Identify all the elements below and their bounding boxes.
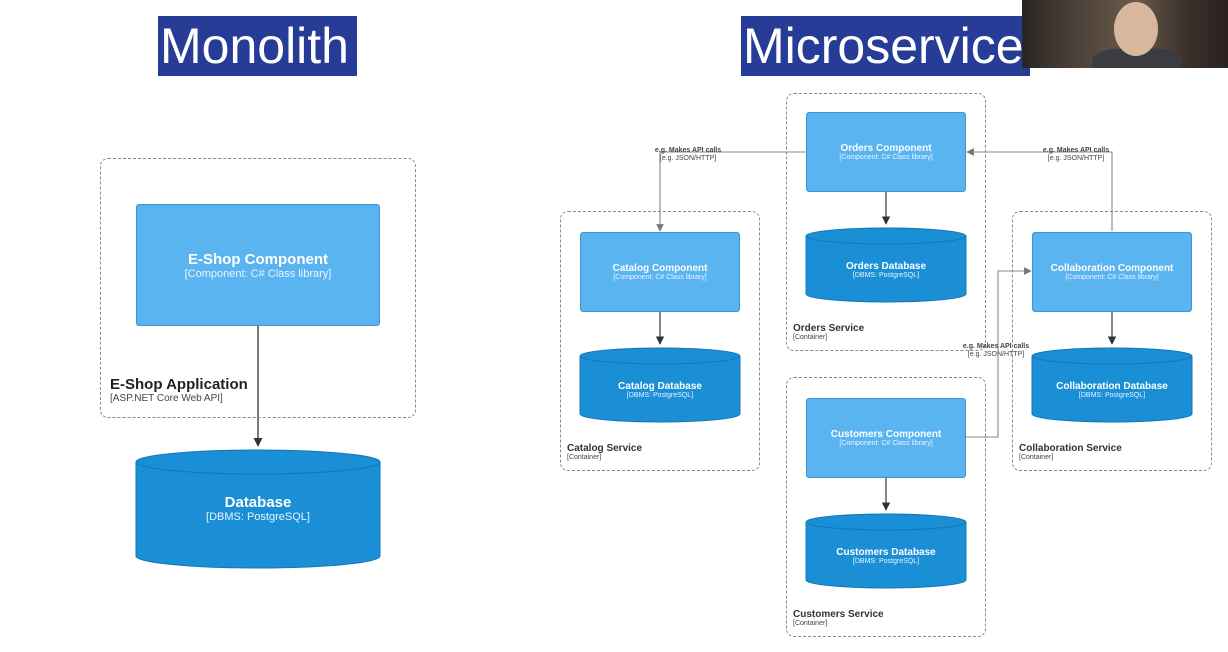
customers-database-type: [DBMS: PostgreSQL] — [852, 558, 920, 565]
eshop-application-name: E-Shop Application — [110, 376, 248, 393]
eshop-component-type: [Component: C# Class library] — [184, 267, 332, 280]
collaboration-service-type: [Container] — [1019, 454, 1054, 461]
orders-service-name: Orders Service — [793, 323, 865, 334]
webcam-person-shirt — [1092, 48, 1182, 68]
collaboration-to-orders-label-text: e.g. Makes API calls — [1042, 147, 1110, 154]
orders-to-catalog-connector — [656, 151, 806, 232]
orders-database-cylinder — [805, 227, 967, 303]
monolith-title: Monolith — [158, 16, 357, 76]
collaboration-service-label: Collaboration Service [Container] — [1019, 443, 1122, 461]
orders-to-catalog-label-text: e.g. Makes API calls — [654, 147, 722, 154]
orders-to-catalog-label-tech: [e.g. JSON/HTTP] — [659, 155, 717, 162]
customers-database-cylinder — [805, 513, 967, 589]
customers-to-collaboration-connector — [966, 267, 1032, 438]
catalog-component-type: [Component: C# Class library] — [613, 274, 707, 281]
customers-to-collaboration-label-text: e.g. Makes API calls — [962, 343, 1030, 350]
customers-service-name: Customers Service — [793, 609, 884, 620]
orders-component-name: Orders Component — [840, 143, 932, 154]
monolith-database-cylinder — [135, 449, 381, 569]
catalog-database[interactable]: Catalog Database [DBMS: PostgreSQL] — [580, 370, 740, 410]
customers-component[interactable]: Customers Component [Component: C# Class… — [806, 398, 966, 478]
catalog-service-boundary — [560, 211, 760, 471]
orders-service-type: [Container] — [793, 334, 828, 341]
webcam-person-face — [1114, 2, 1158, 56]
collaboration-database-type: [DBMS: PostgreSQL] — [1078, 392, 1146, 399]
collaboration-service-boundary — [1012, 211, 1212, 471]
collaboration-service-name: Collaboration Service — [1019, 443, 1122, 454]
customers-database[interactable]: Customers Database [DBMS: PostgreSQL] — [806, 536, 966, 576]
orders-component[interactable]: Orders Component [Component: C# Class li… — [806, 112, 966, 192]
catalog-database-cylinder — [579, 347, 741, 423]
customers-database-name: Customers Database — [836, 547, 936, 558]
catalog-service-name: Catalog Service — [567, 443, 643, 454]
catalog-service-label: Catalog Service [Container] — [567, 443, 642, 461]
customers-component-name: Customers Component — [830, 429, 942, 440]
collaboration-database-name: Collaboration Database — [1056, 381, 1168, 392]
monolith-database-name: Database — [224, 493, 292, 511]
collaboration-component[interactable]: Collaboration Component [Component: C# C… — [1032, 232, 1192, 312]
eshop-application-type: [ASP.NET Core Web API] — [110, 393, 223, 404]
customers-to-collaboration-label: e.g. Makes API calls [e.g. JSON/HTTP] — [956, 343, 1036, 359]
customers-service-label: Customers Service [Container] — [793, 609, 884, 627]
collaboration-component-name: Collaboration Component — [1050, 263, 1174, 274]
customers-component-type: [Component: C# Class library] — [839, 440, 933, 447]
collaboration-to-orders-label: e.g. Makes API calls [e.g. JSON/HTTP] — [1036, 147, 1116, 163]
customers-service-boundary — [786, 377, 986, 637]
customers-to-collaboration-label-tech: [e.g. JSON/HTTP] — [967, 351, 1025, 358]
webcam-video-thumbnail — [1022, 0, 1228, 68]
collaboration-database-cylinder — [1031, 347, 1193, 423]
eshop-application-boundary — [100, 158, 416, 418]
catalog-database-name: Catalog Database — [618, 381, 702, 392]
collaboration-component-type: [Component: C# Class library] — [1065, 274, 1159, 281]
collaboration-to-orders-label-tech: [e.g. JSON/HTTP] — [1047, 155, 1105, 162]
monolith-database-type: [DBMS: PostgreSQL] — [206, 510, 310, 523]
collaboration-database[interactable]: Collaboration Database [DBMS: PostgreSQL… — [1032, 370, 1192, 410]
orders-service-label: Orders Service [Container] — [793, 323, 864, 341]
eshop-application-label: E-Shop Application [ASP.NET Core Web API… — [110, 376, 248, 404]
customers-service-type: [Container] — [793, 620, 828, 627]
orders-database-type: [DBMS: PostgreSQL] — [852, 272, 920, 279]
orders-service-boundary — [786, 93, 986, 351]
eshop-component[interactable]: E-Shop Component [Component: C# Class li… — [136, 204, 380, 326]
microservice-title: Microservice — [741, 16, 1030, 76]
catalog-service-type: [Container] — [567, 454, 602, 461]
orders-to-catalog-label: e.g. Makes API calls [e.g. JSON/HTTP] — [648, 147, 728, 163]
monolith-database[interactable]: Database [DBMS: PostgreSQL] — [136, 478, 380, 538]
collaboration-to-orders-connector — [966, 148, 1113, 231]
catalog-component[interactable]: Catalog Component [Component: C# Class l… — [580, 232, 740, 312]
catalog-component-name: Catalog Component — [612, 263, 708, 274]
eshop-component-name: E-Shop Component — [188, 250, 328, 268]
orders-database[interactable]: Orders Database [DBMS: PostgreSQL] — [806, 250, 966, 290]
orders-component-type: [Component: C# Class library] — [839, 154, 933, 161]
catalog-database-type: [DBMS: PostgreSQL] — [626, 392, 694, 399]
orders-database-name: Orders Database — [845, 261, 927, 272]
